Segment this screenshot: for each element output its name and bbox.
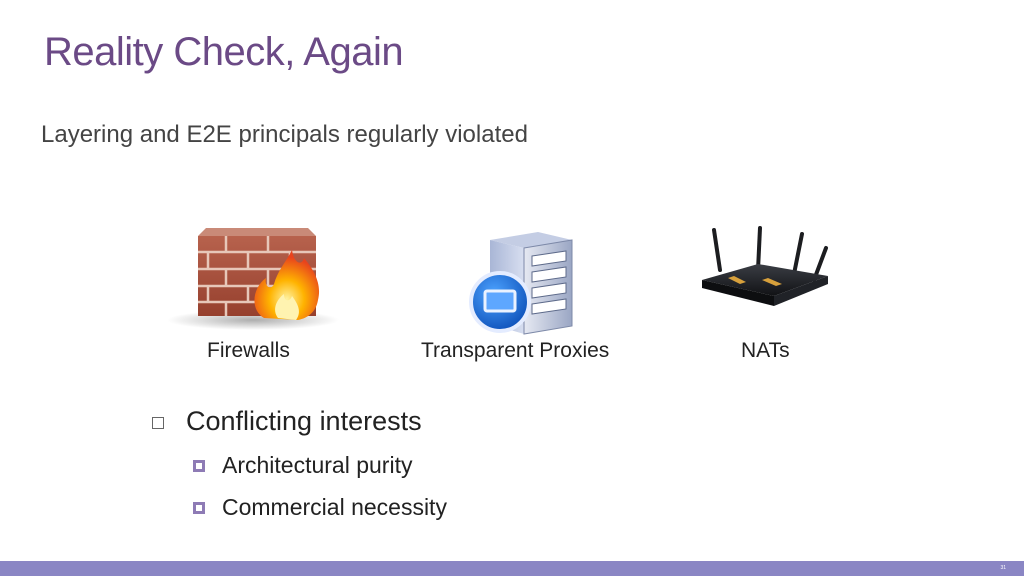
figure-caption-nats: NATs [741,339,790,362]
sub-bullet-text: Architectural purity [222,452,413,478]
sub-bullet-text: Commercial necessity [222,494,447,520]
figure-caption-proxies: Transparent Proxies [421,339,610,362]
bullet-item: Conflicting interests [152,406,422,437]
slide-subtitle: Layering and E2E principals regularly vi… [41,121,528,148]
sub-bullet-item: Commercial necessity [193,494,447,521]
sub-bullet-item: Architectural purity [193,452,412,479]
square-bullet-icon [193,459,205,472]
router-icon [702,226,828,306]
hollow-square-bullet-icon [152,416,164,429]
nat-figure [698,226,832,308]
firewall-figure [167,226,342,330]
footer-bar [0,561,1024,576]
server-icon [469,232,573,335]
square-bullet-icon [193,501,205,514]
proxy-figure [468,226,578,336]
firewall-icon [167,228,339,330]
page-number: 31 [1000,565,1006,571]
figure-caption-firewalls: Firewalls [207,339,290,362]
bullet-text: Conflicting interests [186,406,422,436]
slide-title: Reality Check, Again [44,30,404,74]
